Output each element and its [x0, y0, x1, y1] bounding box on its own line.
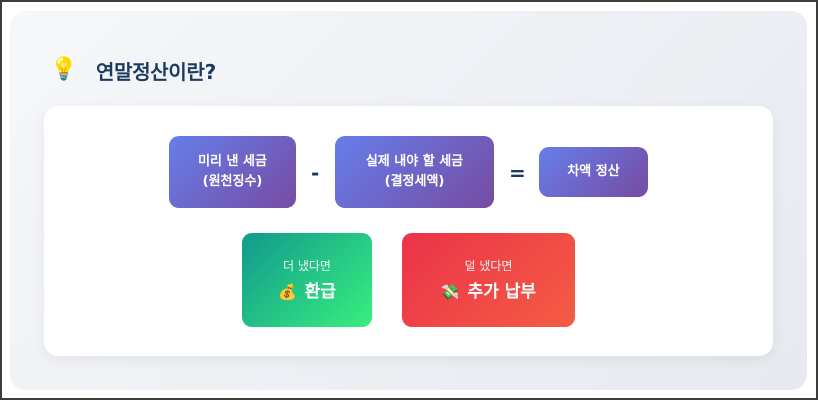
settlement-label: 차액 정산 [567, 164, 620, 179]
formula-panel: 미리 낸 세금 (원천징수) - 실제 내야 할 세금 (결정세액) = 차액 … [44, 106, 773, 356]
refund-label: 환급 [304, 282, 336, 302]
money-bag-icon: 💰 [278, 283, 297, 301]
additional-payment-condition: 덜 냈다면 [464, 259, 513, 273]
withheld-tax-label: 미리 낸 세금 [198, 154, 267, 169]
lightbulb-icon: 💡 [50, 57, 78, 82]
refund-box: 더 냈다면 💰 환급 [242, 233, 372, 327]
settlement-box: 차액 정산 [539, 147, 648, 197]
info-card: 💡 연말정산이란? 미리 낸 세금 (원천징수) - 실제 내야 할 세금 (결… [10, 11, 807, 390]
refund-result: 💰 환급 [278, 281, 336, 303]
determined-tax-label: 실제 내야 할 세금 [365, 154, 464, 169]
money-with-wings-icon: 💸 [440, 283, 460, 301]
equals-operator: = [509, 161, 526, 185]
additional-payment-result: 💸 추가 납부 [441, 281, 536, 303]
additional-payment-box: 덜 냈다면 💸 추가 납부 [402, 233, 575, 327]
additional-payment-label: 추가 납부 [467, 282, 537, 302]
card-title: 연말정산이란? [96, 59, 216, 84]
refund-condition: 더 냈다면 [283, 259, 331, 273]
determined-tax-sublabel: (결정세액) [384, 174, 445, 189]
card-header: 💡 연말정산이란? [50, 55, 216, 85]
determined-tax-box: 실제 내야 할 세금 (결정세액) [335, 136, 494, 208]
withheld-tax-sublabel: (원천징수) [202, 174, 263, 189]
withheld-tax-box: 미리 낸 세금 (원천징수) [169, 136, 296, 208]
minus-operator: - [311, 161, 320, 185]
